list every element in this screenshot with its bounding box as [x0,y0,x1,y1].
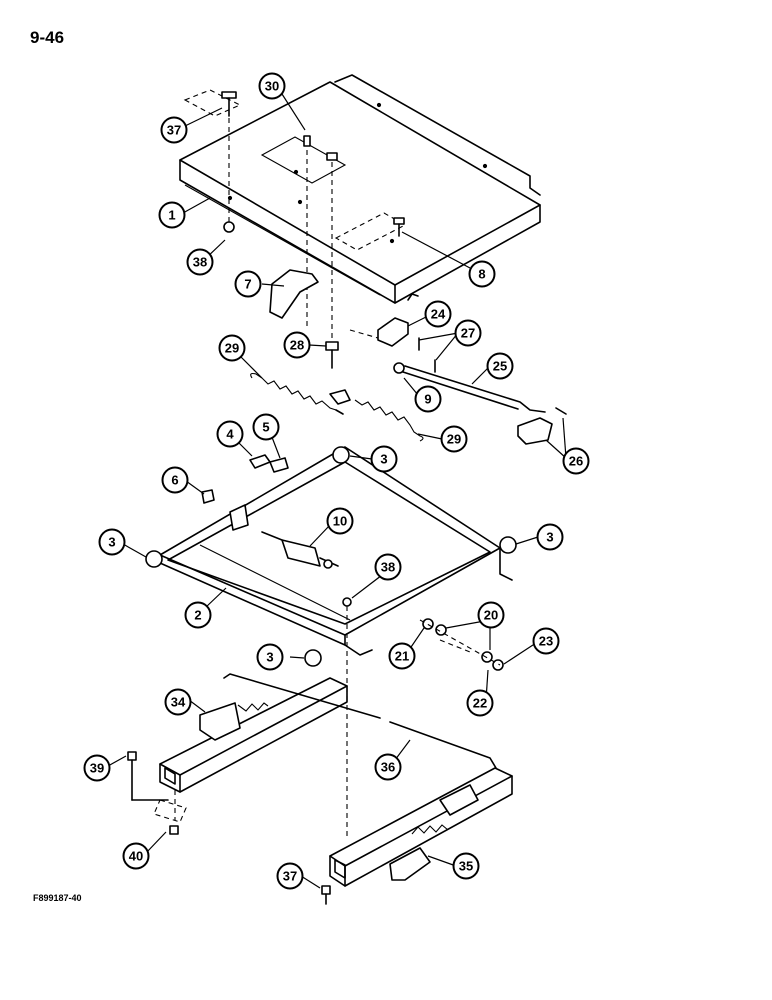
figure-id: F899187-40 [33,893,82,903]
callout-37: 37 [160,116,188,144]
svg-text:37: 37 [283,869,297,884]
spring-part [354,399,424,442]
svg-text:28: 28 [290,338,304,353]
latch-part [439,784,479,816]
callout-6: 6 [161,466,189,494]
leader-lines [107,93,567,889]
latch-part [199,702,241,741]
callout-5: 5 [252,413,280,441]
svg-text:23: 23 [539,634,553,649]
svg-text:26: 26 [569,454,583,469]
svg-text:3: 3 [380,452,387,467]
latch-handle-part [389,847,431,881]
callout-26: 26 [562,447,590,475]
callout-7: 7 [234,270,262,298]
callout-29: 29 [440,425,468,453]
svg-text:1: 1 [168,208,175,223]
svg-text:2: 2 [194,608,201,623]
callout-34: 34 [164,688,192,716]
nut-part [223,221,235,233]
callout-25: 25 [486,352,514,380]
svg-text:39: 39 [90,761,104,776]
callout-10: 10 [326,507,354,535]
svg-text:21: 21 [395,649,409,664]
callout-30: 30 [258,72,286,100]
seat-pan-part [179,74,541,304]
callout-24: 24 [424,300,452,328]
callout-36: 36 [374,753,402,781]
callout-39: 39 [83,754,111,782]
callout-40: 40 [122,842,150,870]
callout-3: 3 [370,445,398,473]
right-slide-rail [329,767,513,887]
svg-text:29: 29 [225,341,239,356]
callout-29: 29 [218,334,246,362]
callout-28: 28 [283,331,311,359]
spring-part [250,372,344,415]
callout-38: 38 [186,248,214,276]
callout-37: 37 [276,862,304,890]
page-number: 9-46 [30,28,65,47]
svg-text:22: 22 [473,696,487,711]
callout-4: 4 [216,420,244,448]
svg-text:3: 3 [108,535,115,550]
svg-text:8: 8 [478,267,485,282]
svg-text:40: 40 [129,849,143,864]
callout-20: 20 [477,601,505,629]
svg-text:35: 35 [459,859,473,874]
callout-3: 3 [256,643,284,671]
bracket-part [377,317,409,347]
left-slide-rail [159,677,348,793]
frame-part [159,446,513,656]
svg-text:3: 3 [546,530,553,545]
svg-text:27: 27 [461,326,475,341]
bolt-part [221,91,237,117]
svg-text:24: 24 [431,307,446,322]
svg-text:7: 7 [244,277,251,292]
callout-38: 38 [374,553,402,581]
callout-2: 2 [184,601,212,629]
callout-3: 3 [536,523,564,551]
callout-8: 8 [468,260,496,288]
callout-3: 3 [98,528,126,556]
bracket-part [269,269,319,319]
svg-text:37: 37 [167,123,181,138]
svg-text:10: 10 [333,514,347,529]
svg-text:6: 6 [171,473,178,488]
callout-22: 22 [466,689,494,717]
svg-text:34: 34 [171,695,186,710]
callout-23: 23 [532,627,560,655]
handle-part [517,417,553,445]
callout-9: 9 [414,385,442,413]
callout-1: 1 [158,201,186,229]
svg-text:5: 5 [262,420,269,435]
svg-text:4: 4 [226,427,234,442]
callout-21: 21 [388,642,416,670]
svg-text:38: 38 [381,560,395,575]
svg-text:20: 20 [484,608,498,623]
svg-text:25: 25 [493,359,507,374]
shock-absorber-part [261,531,339,569]
rod-part [404,365,546,413]
callout-27: 27 [454,319,482,347]
svg-text:38: 38 [193,255,207,270]
callout-35: 35 [452,852,480,880]
svg-text:30: 30 [265,79,279,94]
svg-text:9: 9 [424,392,431,407]
svg-text:3: 3 [266,650,273,665]
svg-text:36: 36 [381,760,395,775]
svg-text:29: 29 [447,432,461,447]
